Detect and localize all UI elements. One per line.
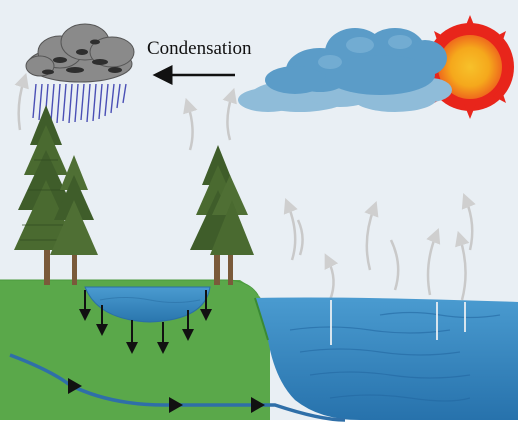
ocean	[255, 297, 518, 420]
pine-tree-icon	[50, 155, 98, 285]
cloud-icon	[238, 28, 452, 112]
condensation-label: Condensation	[147, 38, 252, 59]
evaporation-arrows	[14, 72, 476, 301]
rain-drops	[32, 83, 127, 124]
ocean-waves	[289, 311, 501, 402]
rain-cloud-icon	[25, 23, 135, 124]
groundwater-stream	[9, 353, 346, 422]
stream-flow-arrows	[68, 378, 265, 413]
infiltration-arrows	[79, 290, 212, 354]
pine-tree-icon	[190, 145, 254, 285]
